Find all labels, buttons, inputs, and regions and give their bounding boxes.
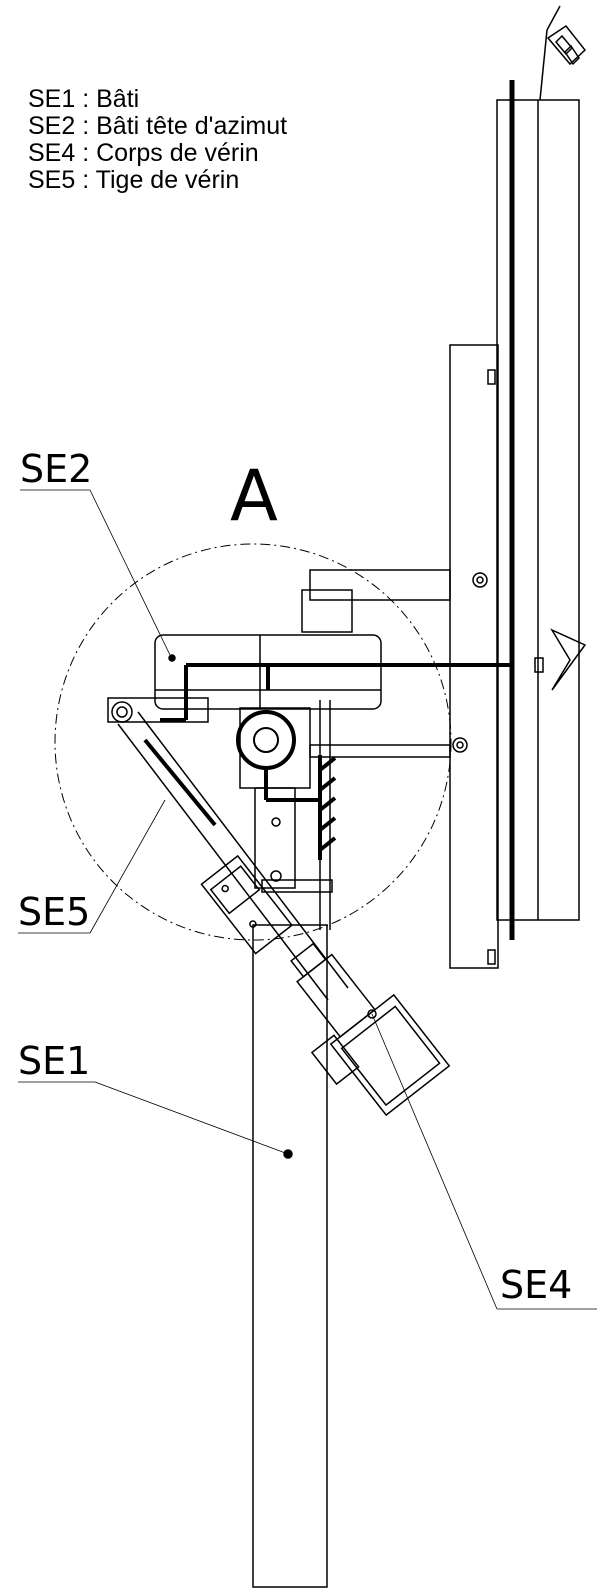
leader-lines <box>18 489 597 1310</box>
callout-se1: SE1 <box>18 1039 90 1083</box>
legend-item-se4: SE4 : Corps de vérin <box>28 139 259 167</box>
callout-se4: SE4 <box>500 1263 572 1307</box>
legend: SE1 : Bâti SE2 : Bâti tête d'azimut SE4 … <box>28 86 287 194</box>
legend-name: Corps de vérin <box>96 139 259 167</box>
frame-column <box>252 924 328 1588</box>
callout-se5: SE5 <box>18 890 90 934</box>
legend-name: Bâti tête d'azimut <box>96 112 288 140</box>
legend-code: SE2 <box>28 112 76 140</box>
legend-item-se2: SE2 : Bâti tête d'azimut <box>28 112 288 140</box>
panel-frame <box>496 5 587 940</box>
legend-item-se5: SE5 : Tige de vérin <box>28 166 240 194</box>
legend-name: Tige de vérin <box>95 166 240 194</box>
legend-code: SE1 <box>28 85 76 113</box>
legend-code: SE5 <box>28 166 76 194</box>
callout-se2: SE2 <box>20 447 92 491</box>
mounting-plate <box>449 344 499 969</box>
legend-name: Bâti <box>96 85 140 113</box>
legend-item-se1: SE1 : Bâti <box>28 85 140 113</box>
actuator-rod <box>117 711 349 1001</box>
cone-marker <box>550 628 587 691</box>
detail-circle <box>54 543 452 941</box>
kinematic-diagram <box>143 663 512 860</box>
legend-code: SE4 <box>28 139 76 167</box>
view-label: A <box>230 455 278 537</box>
actuator-body <box>290 942 451 1117</box>
